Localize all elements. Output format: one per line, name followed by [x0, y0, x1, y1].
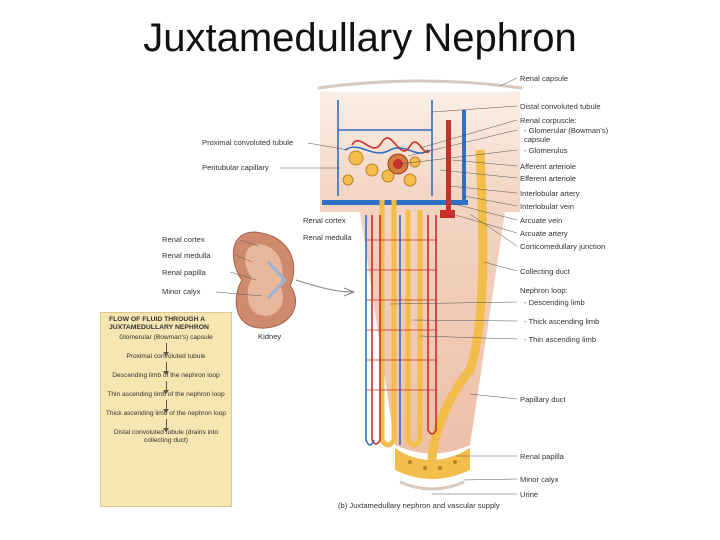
label-right-2: Renal corpuscle:	[520, 116, 577, 125]
label-kidney-minor-calyx: Minor calyx	[162, 287, 201, 296]
label-renal-medulla-inner: Renal medulla	[303, 233, 352, 242]
label-right-19: Renal papilla	[520, 452, 565, 461]
label-right-3: - Glomerular (Bowman's)	[524, 126, 609, 135]
label-right-0: Renal capsule	[520, 74, 568, 83]
label-peritubular-capillary: Peritubular capillary	[202, 163, 269, 172]
label-right-13: Collecting duct	[520, 267, 571, 276]
flow-arrow-icon	[166, 381, 167, 391]
minor-calyx-shape	[400, 482, 464, 489]
label-right-14: Nephron loop:	[520, 286, 568, 295]
flow-step-0: Glomerular (Bowman's) capsule	[101, 334, 231, 342]
label-right-20: Minor calyx	[520, 475, 559, 484]
kidney-illustration	[233, 232, 295, 328]
label-right-9: Interlobular vein	[520, 202, 574, 211]
label-right-6: Afferent arteriole	[520, 162, 576, 171]
label-right-7: Efferent arteriole	[520, 174, 576, 183]
label-right-1: Distal convoluted tubule	[520, 102, 601, 111]
leader-right-20	[464, 479, 517, 480]
label-right-8: Interlobular artery	[520, 189, 580, 198]
flow-arrow-icon	[166, 400, 167, 410]
label-right-12: Corticomedullary junction	[520, 242, 605, 251]
label-right-10: Arcuate vein	[520, 216, 562, 225]
label-renal-cortex-inner: Renal cortex	[303, 216, 346, 225]
label-kidney: Kidney	[258, 332, 281, 341]
label-right-16: - Thick ascending limb	[524, 317, 599, 326]
label-right-15: - Descending limb	[524, 298, 585, 307]
label-kidney-renal-cortex: Renal cortex	[162, 235, 205, 244]
label-right-21: Urine	[520, 490, 538, 499]
kidney-callout-arrow	[296, 280, 352, 292]
flow-arrow-icon	[166, 343, 167, 353]
label-right-17: - Thin ascending limb	[524, 335, 596, 344]
figure-caption: (b) Juxtamedullary nephron and vascular …	[338, 501, 500, 510]
flow-arrow-icon	[166, 419, 167, 429]
label-right-11: Arcuate artery	[520, 229, 568, 238]
flow-heading: FLOW OF FLUID THROUGH A JUXTAMEDULLARY N…	[101, 313, 231, 334]
interlobular-artery-shape	[446, 120, 451, 210]
flow-of-fluid-box: FLOW OF FLUID THROUGH A JUXTAMEDULLARY N…	[100, 312, 232, 507]
label-kidney-renal-papilla: Renal papilla	[162, 268, 207, 277]
interlobular-vein-shape	[462, 110, 466, 204]
label-right-18: Papillary duct	[520, 395, 566, 404]
label-right-5: - Glomerulus	[524, 146, 568, 155]
renal-capsule-shape	[318, 81, 522, 88]
label-proximal-convoluted-tubule: Proximal convoluted tubule	[202, 138, 293, 147]
cortex-region	[320, 92, 520, 212]
flow-arrow-icon	[166, 362, 167, 372]
label-right-4: capsule	[524, 135, 550, 144]
label-kidney-renal-medulla: Renal medulla	[162, 251, 211, 260]
